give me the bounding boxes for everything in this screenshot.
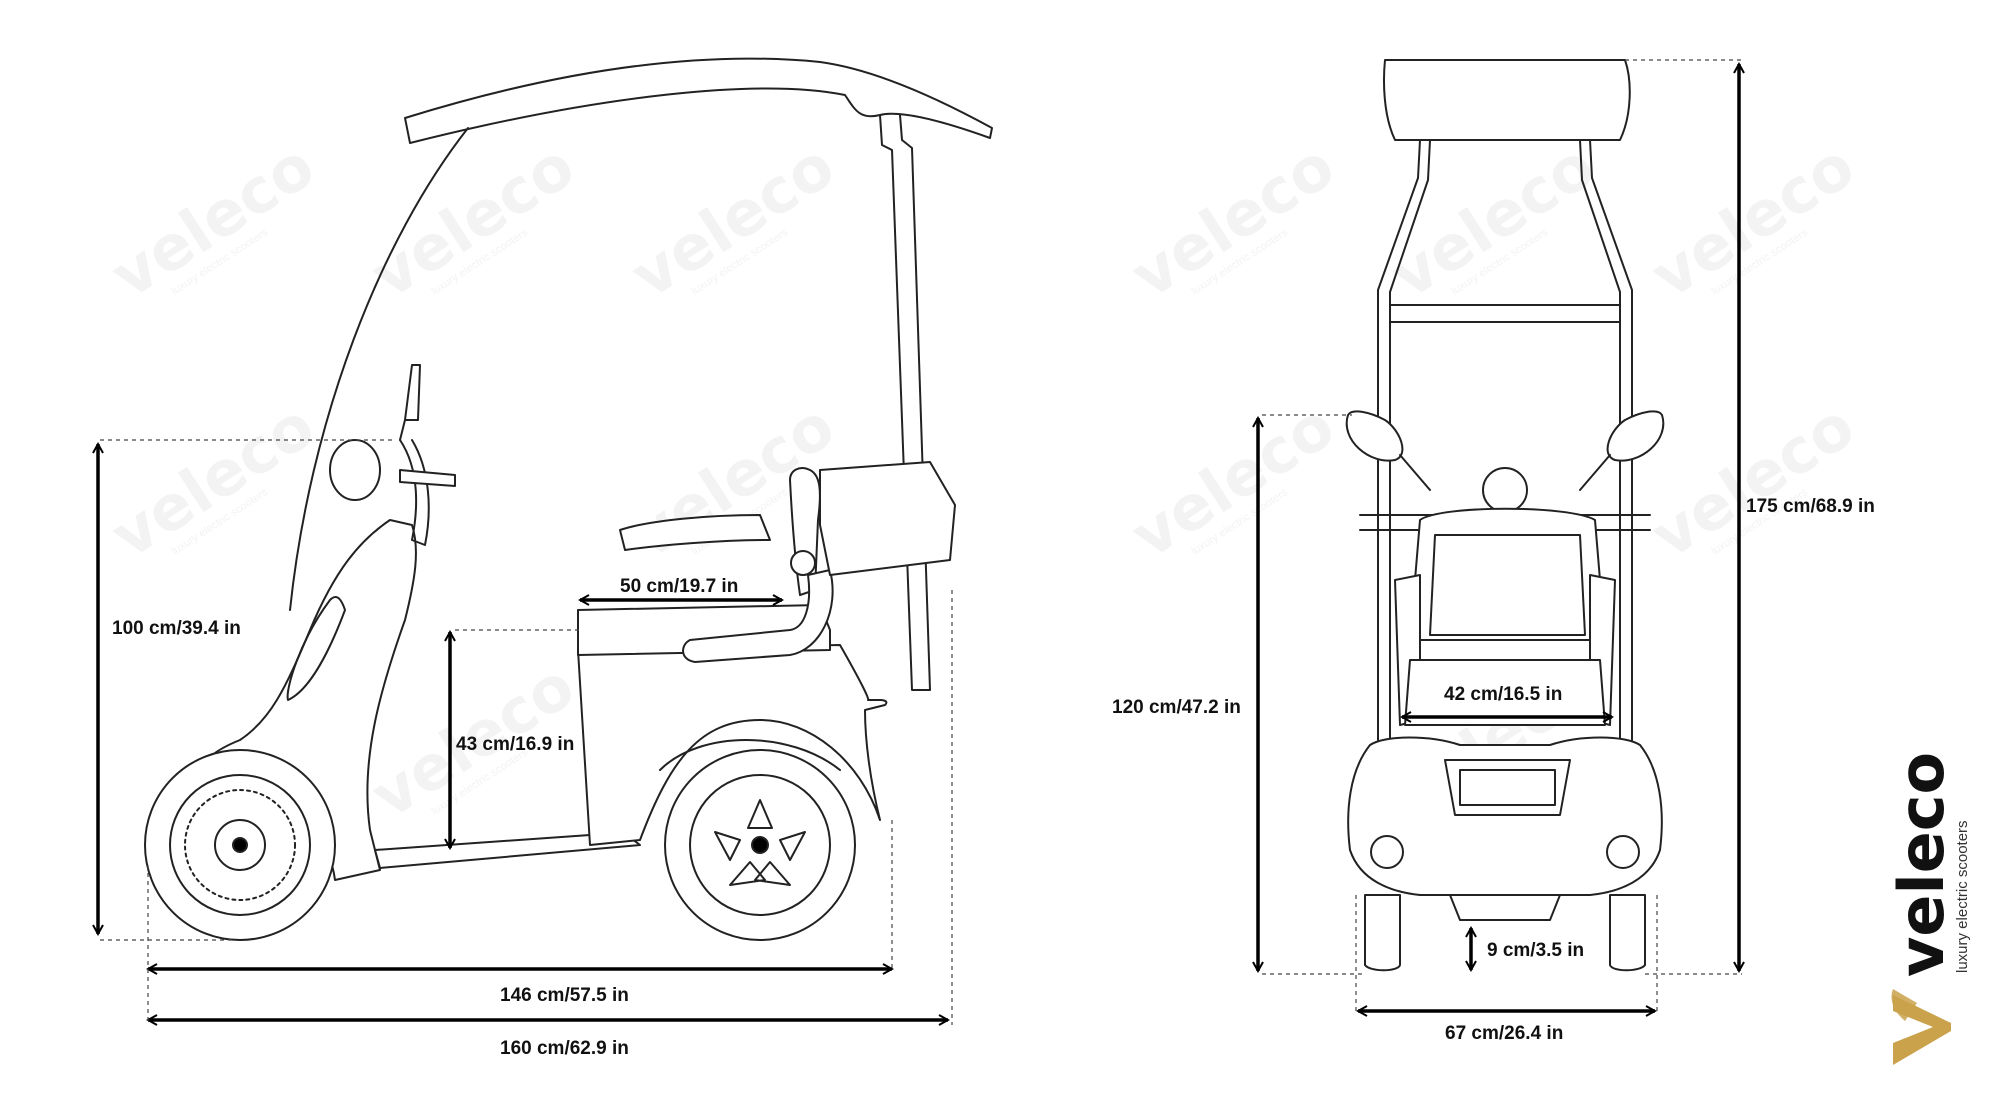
headlight [329,439,381,501]
front-wheel-right [1609,894,1646,972]
brand-logo: veleco luxury electric scooters [1885,752,1971,1065]
label-ground-clearance: 9 cm/3.5 in [1487,940,1584,961]
label-seat-height: 43 cm/16.9 in [456,734,574,755]
rear-fender [659,739,841,771]
front-seat-back [1409,507,1606,641]
front-dimensions [1258,64,1739,1011]
front-fairing [1347,736,1663,896]
rear-wheel-spokes [714,799,806,886]
windscreen [289,127,469,611]
side-view-scooter [144,57,993,941]
watermark-tile: veleco luxury electric scooters [98,129,327,313]
front-seat-cushion [1404,659,1606,726]
front-wheel-left [1364,894,1401,972]
watermark-text: veleco [618,129,847,313]
rear-body [577,644,888,846]
watermark-text: veleco [1378,129,1607,313]
label-total-height: 175 cm/68.9 in [1746,496,1875,517]
label-seat-depth: 50 cm/19.7 in [620,576,738,597]
watermark-tile: veleco luxury electric scooters [618,129,847,313]
armrest [619,514,771,551]
front-extension-lines [1262,59,1742,1015]
front-fog-light-right [1606,835,1640,869]
watermark-tile: veleco luxury electric scooters [1638,129,1867,313]
brand-name: veleco [1885,752,1958,977]
side-dimensions [98,444,948,1020]
front-wheel-rim [169,774,311,916]
label-wheelbase: 146 cm/57.5 in [500,985,629,1006]
mirror-stem [399,419,406,441]
mirror [404,364,421,421]
watermark-tile: veleco luxury electric scooters [98,389,327,573]
label-seat-width: 42 cm/16.5 in [1444,684,1562,705]
front-wheel-axle [232,837,248,853]
front-mirror-right [1579,410,1665,491]
watermark-text: veleco [1118,389,1347,573]
armrest-pivot [790,550,816,576]
front-mirror-left [1345,410,1431,491]
top-box [819,461,956,576]
label-height: 100 cm/39.4 in [112,618,241,639]
front-wheel-disc [184,789,296,901]
front-underbody [1449,894,1561,921]
watermark-text: veleco [1638,389,1867,573]
watermark-tile: veleco luxury electric scooters [1118,389,1347,573]
front-canopy-roof [1383,59,1631,141]
front-fog-light-left [1370,835,1404,869]
front-body-inner [286,596,346,701]
front-canopy-crossbar [1389,304,1621,323]
brand-tagline: luxury electric scooters [1954,820,1971,973]
label-handlebar-height: 120 cm/47.2 in [1112,697,1241,718]
front-view-scooter [1345,59,1665,972]
front-grille [1459,769,1556,806]
watermark-tile: veleco luxury electric scooters [1118,129,1347,313]
label-total-width: 67 cm/26.4 in [1445,1023,1563,1044]
front-wheel-hub [214,819,266,871]
watermark-tile: veleco luxury electric scooters [1638,389,1867,573]
armrest-bracket [682,569,834,663]
front-grille-outer [1444,759,1571,816]
veleco-v-logo-icon [1891,989,1951,1065]
canopy-roof [404,57,993,144]
handlebar-grip [399,469,456,487]
watermark-text: veleco [1638,129,1867,313]
watermark-text: veleco [358,129,587,313]
watermark-text: veleco [98,129,327,313]
canopy-pole [879,114,931,691]
rear-wheel-axle [751,836,769,854]
rear-wheel-rim [689,774,831,916]
dimension-labels: 100 cm/39.4 in 43 cm/16.9 in 50 cm/19.7 … [112,496,1875,1059]
watermark-text: veleco [1118,129,1347,313]
watermark-text: veleco [98,389,327,573]
watermark-tile: veleco luxury electric scooters [358,129,587,313]
front-headlight-top [1482,467,1528,513]
front-seat-back-inner [1429,534,1586,636]
side-extension-lines [100,439,953,1025]
label-total-length: 160 cm/62.9 in [500,1038,629,1059]
